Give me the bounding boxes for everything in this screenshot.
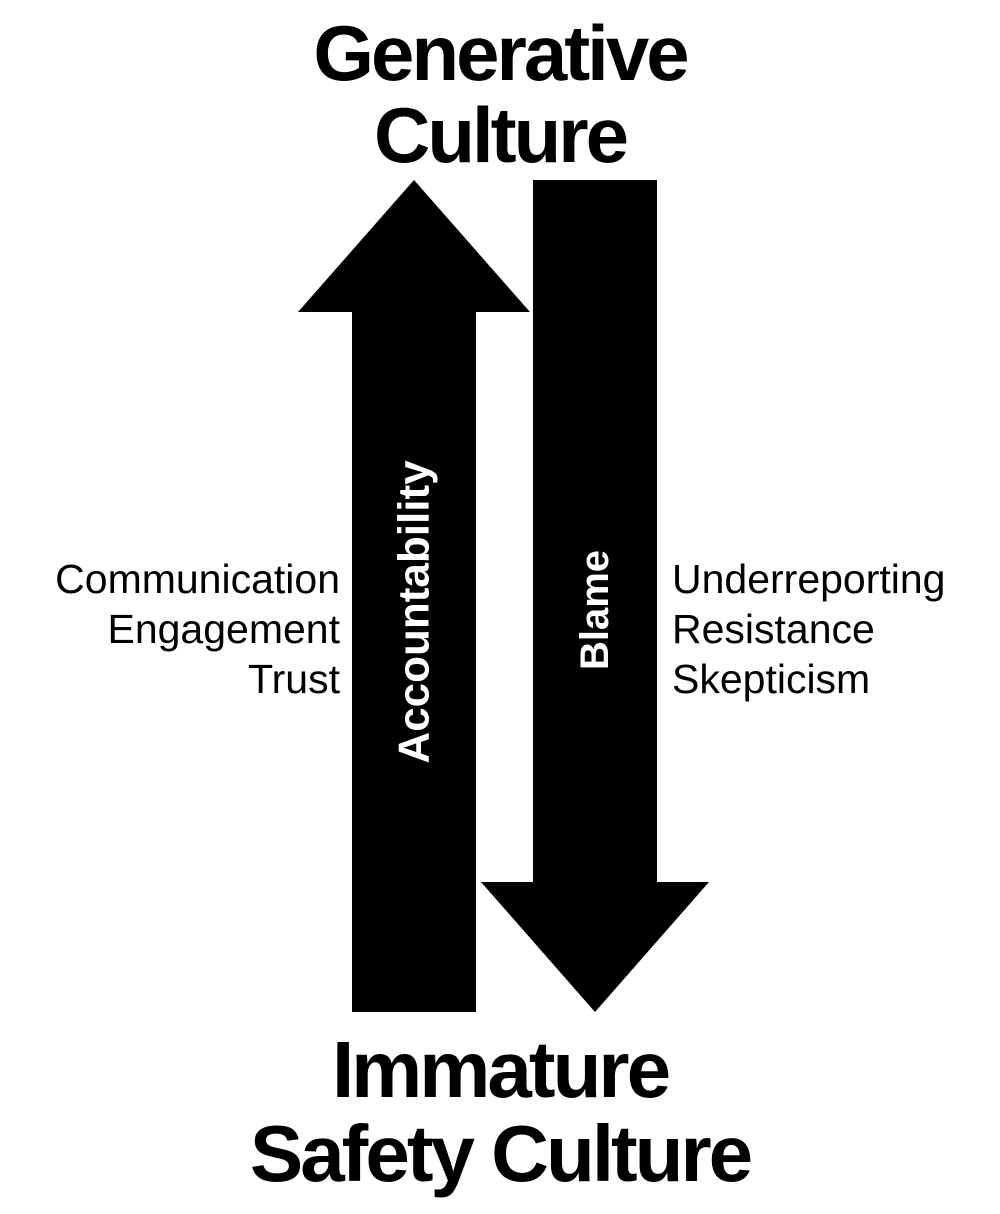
bottom-title-line-2: Safety Culture [249,1109,753,1198]
top-title-line-2: Culture [374,91,629,179]
up-arrow-label: Accountability [390,460,439,764]
right-list: Underreporting Resistance Skepticism [672,554,946,704]
right-list-item: Skepticism [672,656,871,702]
left-list-item: Engagement [107,606,340,652]
up-arrow [298,180,530,1012]
top-title: Generative Culture [0,14,1000,178]
top-title-line-1: Generative [313,9,689,97]
right-list-item: Underreporting [672,556,946,602]
down-arrow-label: Blame [573,550,617,670]
left-list-item: Trust [248,656,340,702]
bottom-title: Immature Safety Culture [0,1030,1000,1198]
left-list-item: Communication [55,556,340,602]
right-list-item: Resistance [672,606,875,652]
down-arrow [481,180,709,1012]
bottom-title-line-1: Immature [331,1025,671,1114]
left-list: Communication Engagement Trust [55,554,340,704]
